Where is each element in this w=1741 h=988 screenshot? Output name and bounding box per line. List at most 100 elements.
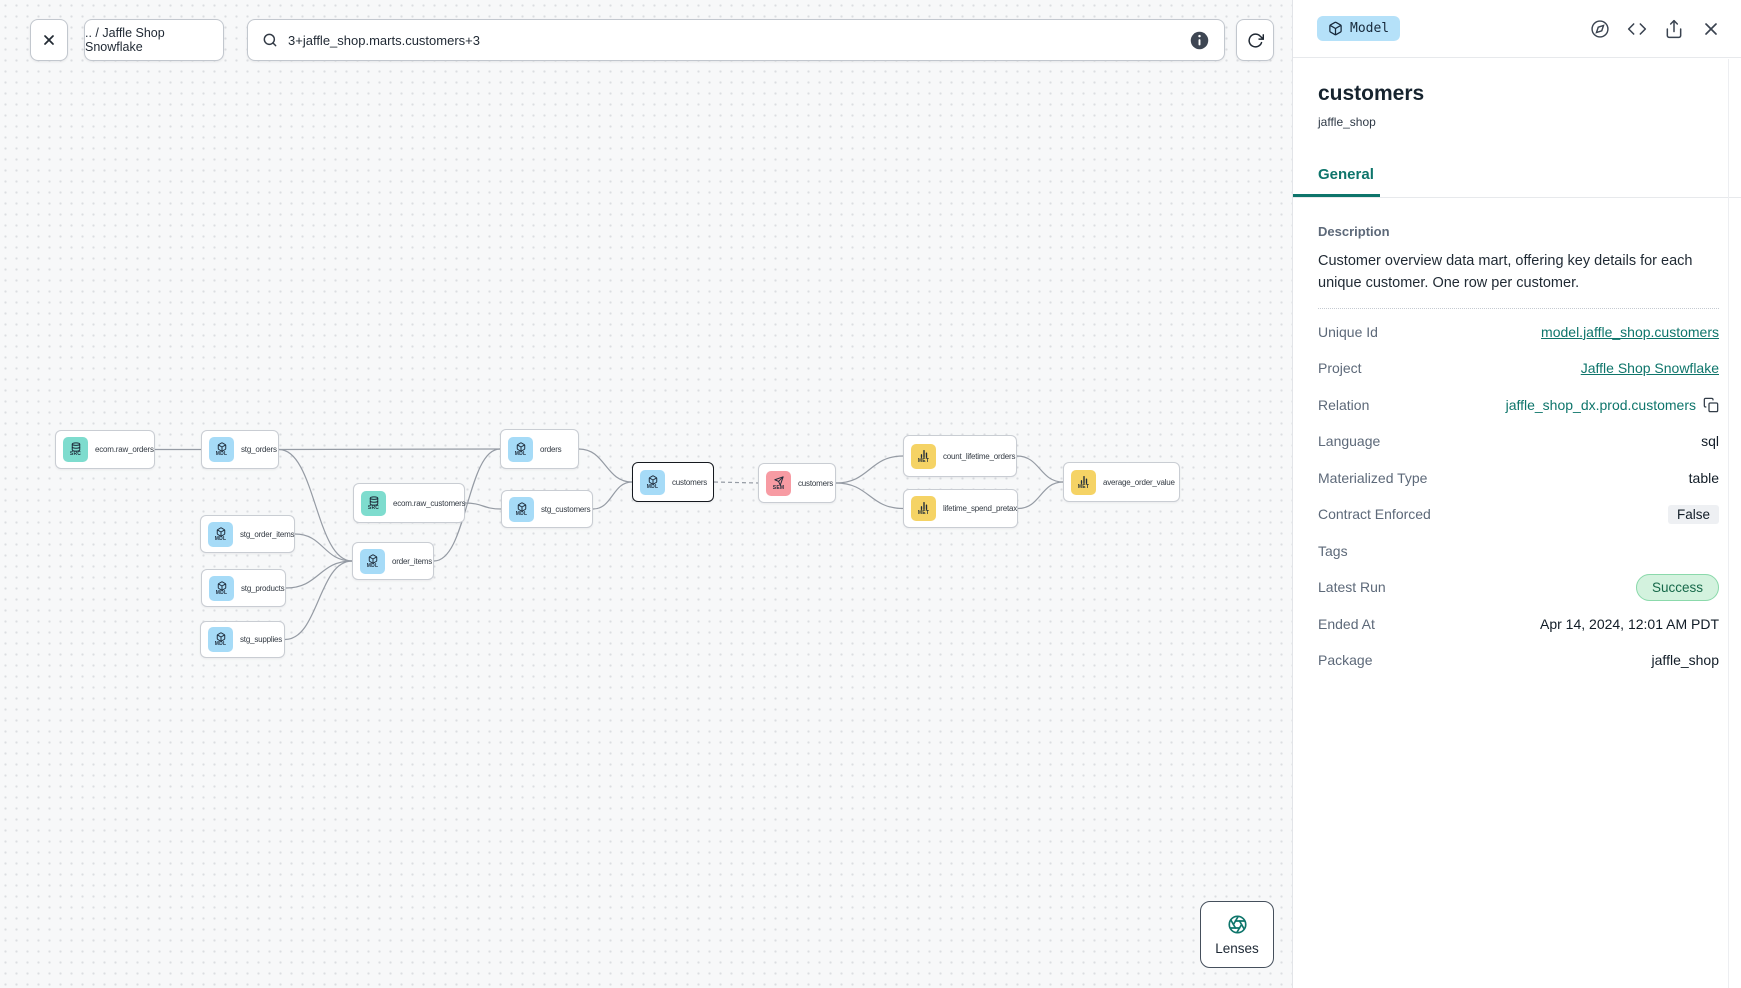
explore-button[interactable] <box>1590 19 1610 39</box>
model-chip: MDL <box>509 496 534 522</box>
relation-value: jaffle_shop_dx.prod.customers <box>1505 396 1696 413</box>
bar-chart-icon <box>919 449 929 459</box>
tab-general[interactable]: General <box>1293 166 1380 197</box>
field-link[interactable]: Jaffle Shop Snowflake <box>1580 360 1719 377</box>
metric-chip: MET <box>911 496 936 521</box>
cube-icon <box>216 632 226 642</box>
send-icon <box>773 475 784 486</box>
cube-icon <box>517 501 527 512</box>
node-order_items[interactable]: MDL order_items <box>352 542 434 580</box>
bar-chart-icon <box>919 501 929 511</box>
cube-icon <box>516 441 526 452</box>
chip-type-label: MDL <box>215 451 228 457</box>
aperture-icon <box>1227 914 1247 934</box>
model-chip: MDL <box>209 437 234 462</box>
field-label: Latest Run <box>1318 579 1386 596</box>
field-row-language: Language sql <box>1318 423 1719 460</box>
node-raw_customers[interactable]: SRC ecom.raw_customers <box>353 483 466 523</box>
chip-type-label: MDL <box>366 562 379 569</box>
field-value: table <box>1688 469 1719 486</box>
metric-chip: MET <box>911 443 936 469</box>
panel-scrollbar[interactable] <box>1728 59 1741 988</box>
search-bar[interactable] <box>247 19 1225 61</box>
description-text: Customer overview data mart, offering ke… <box>1318 253 1693 291</box>
cube-icon <box>217 580 227 591</box>
view-code-button[interactable] <box>1627 19 1647 39</box>
chip-type-label: MDL <box>646 483 659 490</box>
node-label: orders <box>540 444 562 454</box>
node-stg_orders[interactable]: MDL stg_orders <box>201 430 279 469</box>
edge-lifetime_spend_pretax-average_order_value <box>1017 481 1064 510</box>
lenses-button[interactable]: Lenses <box>1200 901 1274 968</box>
chip-type-label: MDL <box>214 535 227 542</box>
cube-icon <box>368 553 378 564</box>
node-label: stg_orders <box>241 445 277 454</box>
edge-raw_customers-stg_customers <box>464 502 502 510</box>
close-icon <box>1705 22 1717 35</box>
field-value: Jaffle Shop Snowflake <box>1581 360 1719 376</box>
chip-type-label: MET <box>917 457 930 464</box>
field-value: jaffle_shop <box>1651 652 1719 669</box>
share-button[interactable] <box>1664 19 1684 39</box>
model-chip: MDL <box>508 436 533 462</box>
node-orders[interactable]: MDL orders <box>500 429 579 469</box>
refresh-button[interactable] <box>1236 19 1274 61</box>
description-heading: Description <box>1318 224 1390 239</box>
cube-icon <box>216 526 226 537</box>
node-label: ecom.raw_customers <box>393 498 466 508</box>
chip-type-label: MDL <box>214 641 227 647</box>
cube-icon <box>217 442 227 452</box>
panel-header: Model <box>1293 0 1741 58</box>
node-label: customers <box>798 478 834 488</box>
field-value: jaffle_shop_dx.prod.customers <box>1506 397 1719 413</box>
field-value: sql <box>1701 433 1719 450</box>
close-panel-button[interactable] <box>1701 19 1721 39</box>
chip-type-label: MDL <box>514 450 527 457</box>
panel-tabs: General <box>1293 166 1741 198</box>
field-link[interactable]: model.jaffle_shop.customers <box>1541 323 1719 340</box>
model-chip: MDL <box>208 627 233 652</box>
search-input[interactable] <box>288 32 1179 48</box>
node-label: order_items <box>392 556 433 566</box>
node-label: stg_order_items <box>240 529 295 539</box>
node-label: average_order_value <box>1103 477 1175 487</box>
copy-icon[interactable] <box>1703 397 1719 413</box>
model-chip: MDL <box>208 521 233 547</box>
chip-type-label: MDL <box>515 510 528 517</box>
details-panel: Model customers jaffle_shop General Desc… <box>1292 0 1741 988</box>
field-label: Materialized Type <box>1318 469 1428 486</box>
field-label: Language <box>1318 433 1381 450</box>
database-icon <box>369 495 379 506</box>
breadcrumb[interactable]: .. / Jaffle Shop Snowflake <box>84 19 224 61</box>
divider <box>1318 307 1719 309</box>
package-subtitle: jaffle_shop <box>1318 115 1376 129</box>
lenses-label: Lenses <box>1215 940 1259 956</box>
source-chip: SRC <box>361 490 386 516</box>
cube-icon <box>648 474 658 485</box>
field-label: Relation <box>1318 396 1370 413</box>
lineage-edges <box>155 448 1064 641</box>
source-chip: SRC <box>63 437 88 462</box>
field-value: False <box>1667 505 1719 525</box>
close-lineage-button[interactable] <box>30 19 68 61</box>
edge-stg_customers-customers <box>592 481 633 510</box>
bar-chart-icon <box>1079 475 1089 485</box>
edge-order_items-orders <box>433 448 501 562</box>
info-icon[interactable] <box>1189 30 1210 51</box>
node-stg_order_items[interactable]: MDL stg_order_items <box>200 515 295 553</box>
